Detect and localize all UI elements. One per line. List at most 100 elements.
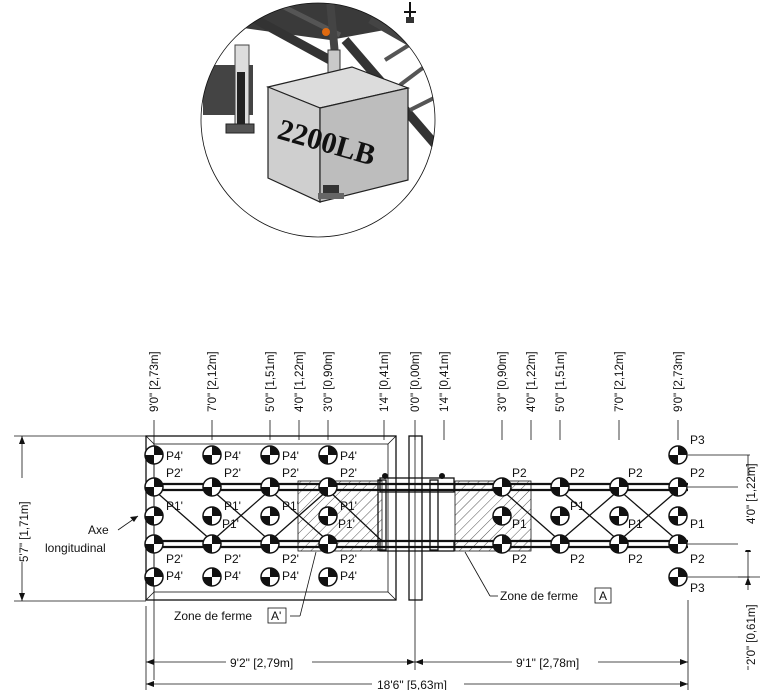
load-point-marker — [202, 445, 222, 465]
top-dimension-label: 5'0" [1,51m] — [265, 351, 277, 412]
load-point-marker — [144, 445, 164, 465]
load-point-marker — [202, 534, 222, 554]
point-label: P3 — [690, 433, 705, 447]
central-column — [377, 435, 455, 601]
zone-a-prime-label: Zone de ferme — [174, 609, 252, 623]
point-label: P4' — [340, 569, 357, 583]
point-label: P4' — [340, 449, 357, 463]
load-point-marker — [318, 477, 338, 497]
load-point-marker — [318, 506, 338, 526]
zone-a-box-label: A — [599, 589, 607, 603]
point-label: P2 — [512, 552, 527, 566]
load-point-marker — [144, 534, 164, 554]
point-label: P1 — [570, 499, 585, 513]
top-dimension-label: 4'0" [1,22m] — [526, 351, 538, 412]
top-dimension-labels: 9'0" [2,73m] 7'0" [2,12m] 5'0" [1,51m] 4'0"… — [149, 351, 685, 412]
point-label: P2' — [166, 552, 183, 566]
axis-label-line2: longitudinal — [45, 541, 106, 555]
load-point-marker — [318, 534, 338, 554]
top-dimension-label: 3'0" [0,90m] — [497, 351, 509, 412]
load-point-marker — [550, 534, 570, 554]
load-point-marker — [202, 567, 222, 587]
zone-a-prime-box-label: A' — [271, 609, 281, 623]
plan-view: P4' P2' P1' P2' P4' P4' P2' P1' P2' P4' P4' P2' P1' P… — [14, 351, 760, 690]
load-point-marker — [144, 567, 164, 587]
bolt-icon — [404, 2, 416, 23]
top-dimension-label: 7'0" [2,12m] — [614, 351, 626, 412]
top-dimension-label: 1'4" [0,41m] — [379, 351, 391, 412]
top-dimension-label: 4'0" [1,22m] — [294, 351, 306, 412]
load-point-marker — [609, 534, 629, 554]
point-label: P1 — [628, 517, 643, 531]
point-label: P1 — [512, 517, 527, 531]
top-dimension-label: 0'0" [0,00m] — [410, 351, 422, 412]
zone-a-annotation: Zone de ferme A — [464, 551, 612, 604]
point-label: P4' — [282, 569, 299, 583]
point-label: P4' — [224, 569, 241, 583]
load-point-marker — [318, 445, 338, 465]
zone-a-prime-annotation: Zone de ferme A' — [174, 551, 317, 624]
point-label: P2' — [282, 466, 299, 480]
left-height-label: 5'7" [1,71m] — [19, 501, 31, 562]
load-point-marker — [550, 477, 570, 497]
point-label: P1' — [224, 499, 241, 513]
point-labels: P4' P2' P1' P2' P4' P4' P2' P1' P2' P4' P4' P2' P1' P… — [166, 433, 705, 595]
pivot-bolt-icon — [322, 28, 330, 36]
load-point-marker — [668, 506, 688, 526]
point-label: P2 — [690, 466, 705, 480]
point-label: P2 — [628, 466, 643, 480]
load-point-marker — [202, 506, 222, 526]
zone-a-label: Zone de ferme — [500, 589, 578, 603]
point-label: P2 — [570, 552, 585, 566]
point-label: P4' — [166, 569, 183, 583]
point-label: P1' — [340, 499, 357, 513]
load-point-marker — [668, 477, 688, 497]
top-dimension-label: 9'0" [2,73m] — [149, 351, 161, 412]
point-label: P2' — [340, 466, 357, 480]
point-label: P2' — [224, 552, 241, 566]
point-label: P2' — [340, 552, 357, 566]
load-point-marker — [668, 445, 688, 465]
truss-lacing — [153, 489, 679, 542]
axis-annotation: Axe longitudinal — [45, 515, 139, 555]
top-dimension-label: 5'0" [1,51m] — [555, 351, 567, 412]
point-label: P4' — [166, 449, 183, 463]
load-point-marker — [609, 477, 629, 497]
right-dimensions: 4'0" [1,22m] 2'0" [0,61m] — [688, 455, 760, 670]
point-label: P1' — [222, 517, 239, 531]
load-point-marker — [260, 534, 280, 554]
point-label: P1' — [338, 517, 355, 531]
point-label: P2' — [166, 466, 183, 480]
bottom-right-dimension: 9'1" [2,78m] — [516, 656, 579, 670]
load-point-marker — [144, 506, 164, 526]
load-point-marker — [260, 477, 280, 497]
point-label: P1 — [690, 517, 705, 531]
point-label: P2 — [628, 552, 643, 566]
point-label: P4' — [224, 449, 241, 463]
load-point-marker — [668, 567, 688, 587]
top-dimension-label: 1'4" [0,41m] — [439, 351, 451, 412]
load-point-marker — [492, 506, 512, 526]
load-point-marker — [492, 477, 512, 497]
bottom-dimensions: 9'2" [2,79m] 9'1" [2,78m] 18'6" [5,63m] — [145, 600, 689, 690]
top-dimension-label: 9'0" [2,73m] — [673, 351, 685, 412]
load-point-marker — [492, 534, 512, 554]
right-lower-dimension: 2'0" [0,61m] — [746, 604, 758, 665]
point-label: P2' — [224, 466, 241, 480]
point-label: P2' — [282, 552, 299, 566]
load-point-marker — [318, 567, 338, 587]
load-point-marker — [609, 506, 629, 526]
bottom-left-dimension: 9'2" [2,79m] — [230, 656, 293, 670]
truss-chords — [146, 482, 688, 549]
point-label: P1' — [166, 499, 183, 513]
point-label: P2 — [570, 466, 585, 480]
load-point-marker — [260, 445, 280, 465]
left-height-dimension: 5'7" [1,71m] — [14, 435, 146, 602]
right-upper-dimension: 4'0" [1,22m] — [746, 463, 758, 524]
point-label: P2 — [690, 552, 705, 566]
point-label: P2 — [512, 466, 527, 480]
load-point-marker — [260, 567, 280, 587]
load-point-marker — [260, 506, 280, 526]
axis-label-line1: Axe — [88, 523, 109, 537]
